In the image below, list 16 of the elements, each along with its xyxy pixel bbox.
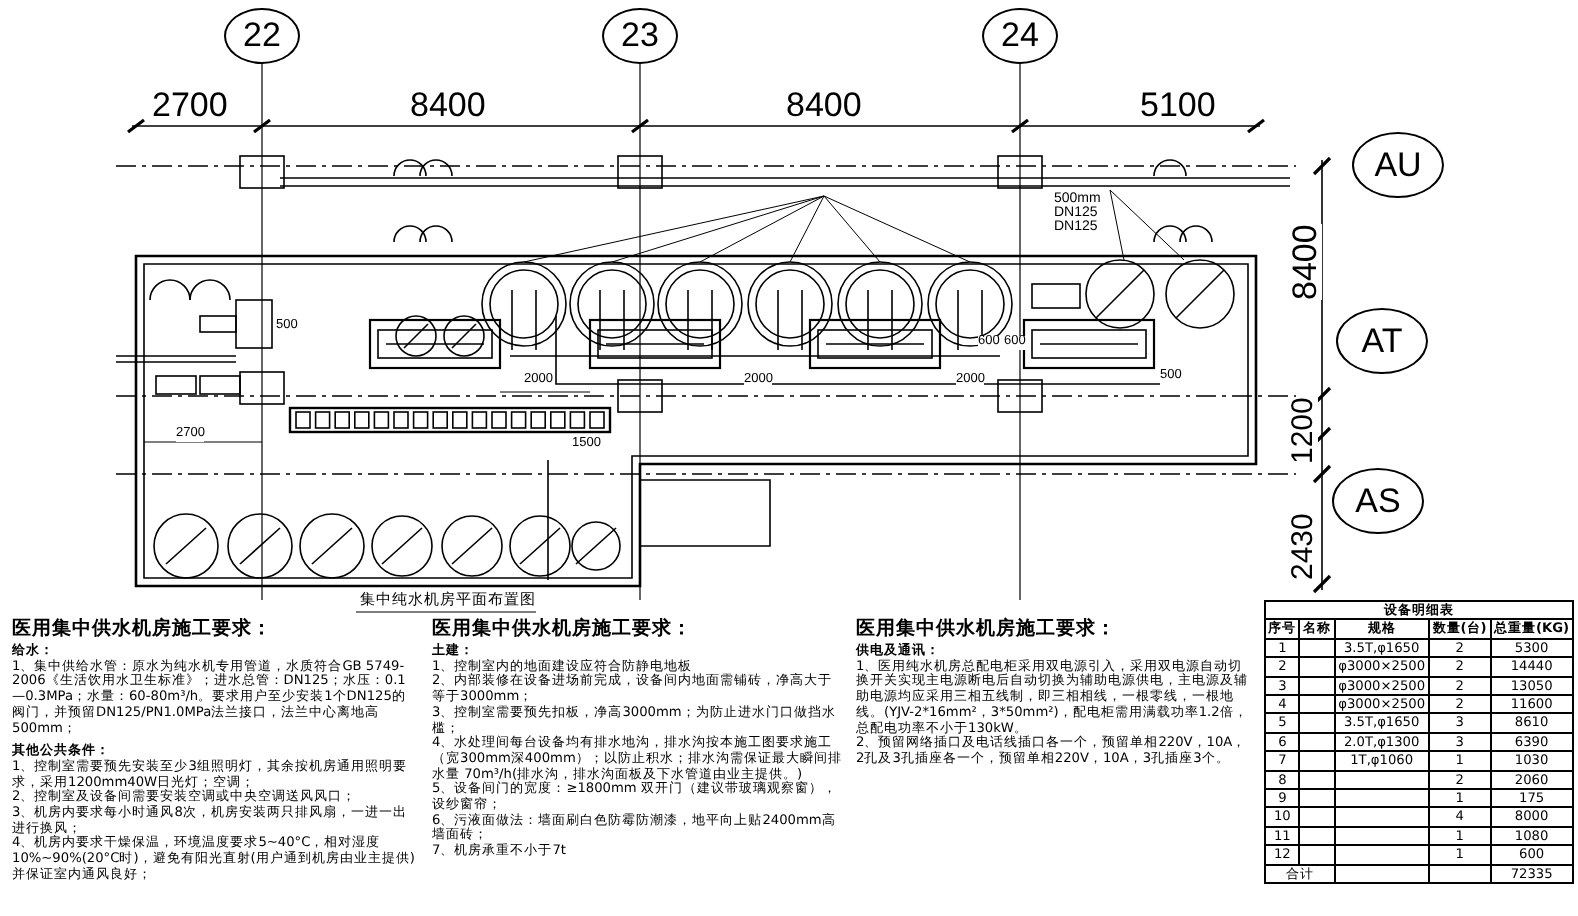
dimension-text: 2700 bbox=[152, 88, 228, 122]
axis-bubble: AT bbox=[1336, 308, 1428, 374]
axis-bubble: 23 bbox=[602, 8, 678, 64]
notes-heading: 医用集中供水机房施工要求： bbox=[12, 618, 274, 642]
axis-bubble: 22 bbox=[224, 8, 300, 64]
notes-heading: 医用集中供水机房施工要求： bbox=[432, 618, 694, 642]
notes-heading: 医用集中供水机房施工要求： bbox=[856, 618, 1118, 642]
dimension-text: 8400 bbox=[1288, 224, 1322, 300]
dimension-text: 5100 bbox=[1140, 88, 1216, 122]
axis-bubble: AS bbox=[1332, 468, 1424, 534]
dimension-text: 1200 bbox=[1288, 397, 1318, 464]
axis-bubble: AU bbox=[1352, 132, 1444, 198]
axis-bubble: 24 bbox=[982, 8, 1058, 64]
dimension-text: 2430 bbox=[1288, 513, 1318, 580]
dimension-text: 8400 bbox=[410, 88, 486, 122]
dimension-text: 8400 bbox=[786, 88, 862, 122]
